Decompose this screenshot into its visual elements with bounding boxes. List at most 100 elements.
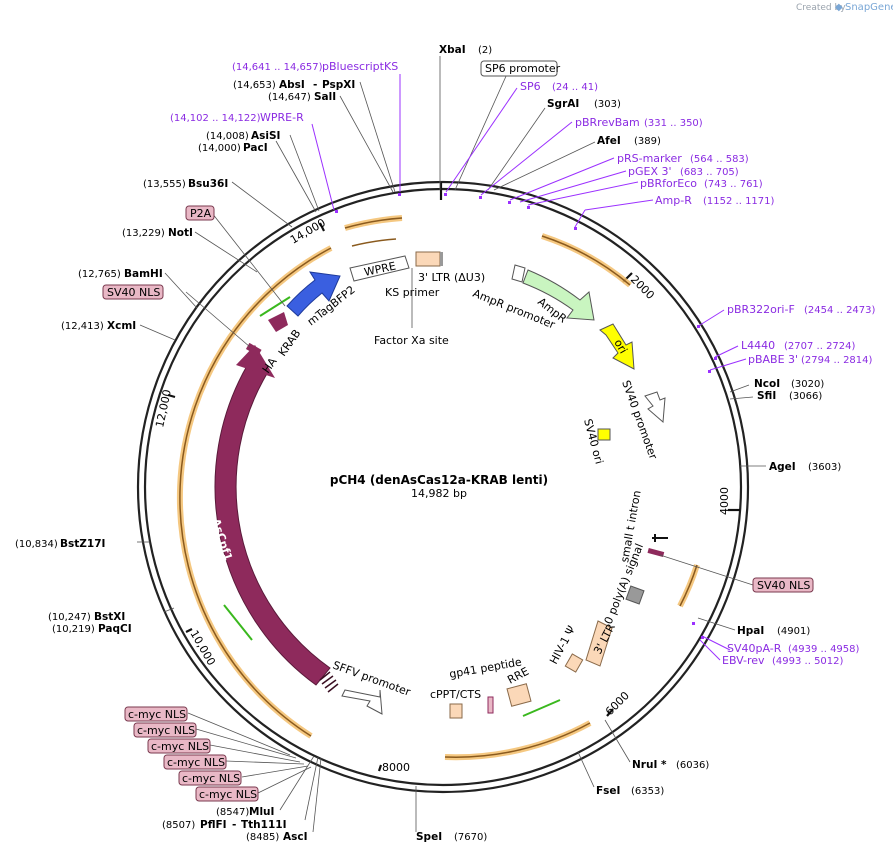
leader-pbr322ori-f [699, 309, 725, 326]
enzyme-asisi-pos: (14,008) [206, 131, 249, 142]
plasmid-size: 14,982 bp [411, 487, 467, 500]
tick-label-2000: 2000 [628, 273, 657, 302]
tick-label-8000: 8000 [382, 761, 410, 774]
enzyme-hpai-pos: (4901) [777, 626, 810, 637]
primer-mark [692, 622, 695, 625]
enzyme-mlui: MluI [249, 806, 274, 818]
enzyme-fsei-pos: (6353) [631, 786, 664, 797]
enzyme-sfii-pos: (3066) [789, 391, 822, 402]
enzyme-spei: SpeI [416, 831, 442, 843]
gp41-feature [487, 696, 494, 714]
leader-ncoi [729, 384, 750, 393]
enzyme-absi-pos: (14,653) [233, 80, 276, 91]
ltr3-end-mark [440, 252, 443, 266]
enzyme-fsei: FseI [596, 785, 620, 797]
ltr3-feature [415, 251, 441, 267]
enzyme-mlui-pos: (8547) [216, 807, 249, 818]
ltr3-label: 3' LTR (ΔU3) [418, 271, 485, 284]
backbone-inner-ring [143, 187, 743, 787]
cppt-feature [449, 703, 463, 719]
enzyme-tth111i: Tth111I [241, 819, 286, 831]
orf-ampr-highlight [541, 233, 632, 288]
leader-noti [194, 231, 258, 273]
primer-pbrforeco: pBRforEco [640, 177, 697, 190]
primer-wpre-r-range: (14,102 .. 14,122) [170, 113, 261, 124]
cmyc-nls-marks [319, 671, 339, 693]
cmyc-label: c-myc NLS [137, 724, 195, 737]
primer-pbrforeco-range: (743 .. 761) [704, 179, 763, 190]
primer-mark [708, 370, 711, 373]
primer-prs-marker-range: (564 .. 583) [690, 154, 749, 165]
enzyme-sgrai-pos: (303) [594, 99, 621, 110]
krab-label: KRAB [276, 327, 304, 359]
ori-feature [599, 323, 635, 370]
sv40-nls-right-label: SV40 NLS [757, 579, 810, 592]
enzyme-bstz17i-pos: (10,834) [15, 539, 58, 550]
leader-cmyc-1 [187, 712, 291, 756]
enzyme-xbai-pos: (2) [478, 45, 492, 56]
primer-mark [398, 193, 401, 196]
enzyme-paci: PacI [243, 142, 268, 154]
leader-xcmi [139, 324, 176, 341]
sv40-ori-feature [597, 428, 611, 441]
sv40-nls-left-label: SV40 NLS [107, 286, 160, 299]
primer-mark [714, 357, 717, 360]
enzyme-pspxi: PspXI [322, 79, 355, 91]
leader-cmyc-2 [195, 728, 297, 759]
sv40-nls-right-marker [647, 547, 665, 557]
enzyme-asci: AscI [283, 831, 308, 843]
primer-pbr322ori-f-range: (2454 .. 2473) [804, 305, 876, 316]
primer-pbluescriptks: pBluescriptKS [322, 60, 398, 73]
sv40-nls-left-box [102, 284, 164, 300]
sv40-ori-label: SV40 ori [581, 417, 606, 465]
leader-pflfi [304, 756, 319, 821]
primer-mark [444, 193, 447, 196]
enzyme-xcmi-pos: (12,413) [61, 321, 104, 332]
primer-pbrrevbam: pBRrevBam [575, 116, 640, 129]
green-arrow-bottom [522, 699, 561, 717]
sv40-nls-right-box [752, 577, 814, 593]
leader-hpai [697, 617, 736, 631]
cmyc-box [124, 706, 188, 722]
enzyme-noti-pos: (13,229) [122, 228, 165, 239]
enzyme-xbai: XbaI [439, 44, 466, 56]
cmyc-nls-boxes: c-myc NLS c-myc NLS c-myc NLS c-myc NLS … [124, 706, 259, 802]
primer-mark [701, 636, 704, 639]
leader-pbabe3 [709, 358, 747, 371]
primer-mark [479, 196, 482, 199]
ampr-promoter-feature [511, 264, 526, 283]
primer-pbrrevbam-range: (331 .. 350) [644, 118, 703, 129]
primer-pbluescriptks-range: (14,641 .. 14,657) [232, 62, 323, 73]
enzyme-asisi: AsiSI [251, 130, 280, 142]
leader-paci [275, 140, 317, 213]
cmyc-box [147, 738, 211, 754]
wpre-label: WPRE [363, 260, 397, 279]
orf-top2-arrow [351, 238, 397, 247]
enzyme-asci-pos: (8485) [246, 832, 279, 843]
leader-cmyc-6 [257, 766, 312, 794]
primer-wpre-r: WPRE-R [260, 111, 304, 124]
enzyme-agei-pos: (3603) [808, 462, 841, 473]
cmyc-label: c-myc NLS [182, 772, 240, 785]
cmyc-box [178, 770, 242, 786]
rre-feature [506, 683, 532, 707]
enzyme-paci-pos: (14,000) [198, 143, 241, 154]
leader-bamhi [164, 272, 198, 309]
primer-ebv-rev: EBV-rev [722, 654, 765, 667]
wpre-feature [349, 255, 410, 282]
enzyme-nrui: NruI * [632, 759, 667, 771]
orf-top-arrow [344, 217, 403, 229]
leader-nrui [604, 719, 631, 763]
primer-pbabe3: pBABE 3' [748, 353, 798, 366]
primer-pgex3-range: (683 .. 705) [680, 167, 739, 178]
enzyme-sgrai: SgrAI [547, 98, 579, 110]
sv40-polya-feature [625, 585, 645, 605]
leader-sp6-promoter [454, 73, 508, 191]
cmyc-label: c-myc NLS [128, 708, 186, 721]
leader-bstxi [163, 607, 175, 613]
leader-ebv-rev [699, 639, 721, 661]
leader-fsei [577, 751, 595, 788]
p2a-label: P2A [190, 207, 212, 220]
enzyme-ncoi-pos: (3020) [791, 379, 824, 390]
